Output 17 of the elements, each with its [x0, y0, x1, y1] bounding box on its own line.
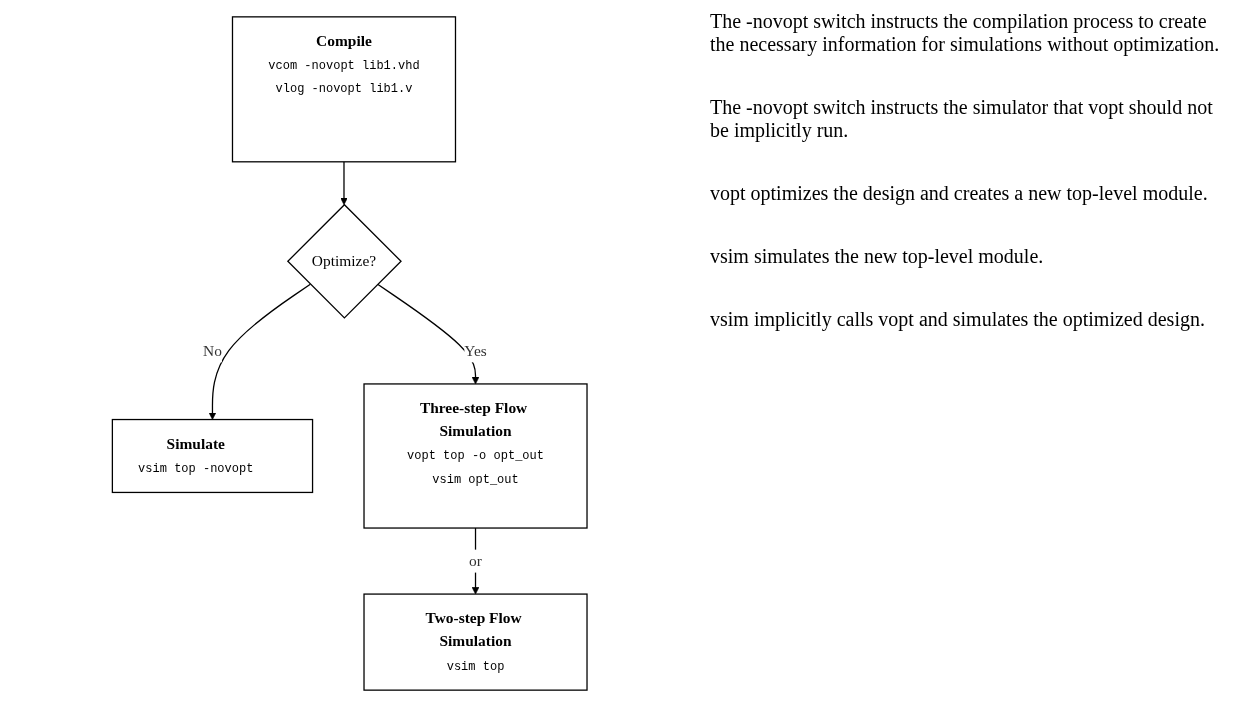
note-text: vopt optimizes the design and creates a new top-level module. — [710, 182, 1209, 205]
note-text: vsim simulates the new top-level module. — [710, 245, 1045, 268]
note-text: The -novopt switch instructs the compilation process to create the necessary information for simulations without optimization. — [710, 10, 1221, 56]
node-box: Simulate vsim top -novopt — [112, 418, 314, 494]
note-text: vsim implicitly calls vopt and simulates the optimized design. — [710, 308, 1206, 331]
arrow — [340, 161, 349, 206]
note-text: The -novopt switch instructs the simulator that vopt should not be implicitly run. — [710, 96, 1214, 142]
node-diamond: Optimize? — [287, 203, 403, 319]
node-box: Three-step Flow Simulation vopt top -o opt_out vsim opt_out — [363, 383, 588, 529]
edge-label: Yes — [464, 341, 488, 360]
arrow — [472, 527, 480, 595]
edge-label: or — [469, 552, 483, 570]
node-box: Two-step Flow Simulation vsim top — [363, 593, 588, 691]
edge-label: No — [203, 341, 223, 360]
arrow — [209, 283, 312, 420]
node-box: Compile vcom -novopt lib1.vhd vlog -novopt lib1.v — [232, 16, 457, 163]
arrow — [377, 283, 480, 385]
